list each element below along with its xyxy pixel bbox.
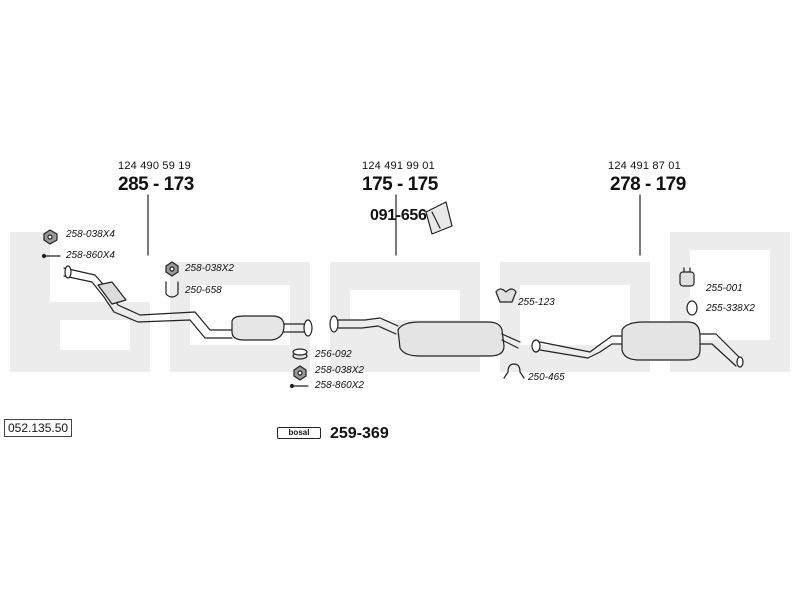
part-label: 250-465 [528, 372, 565, 383]
gasket-ring-icon [292, 348, 308, 360]
mounting-kit-number: 259-369 [330, 425, 389, 442]
rubber-mount-icon [495, 288, 517, 303]
part-label: 255-001 [706, 283, 743, 294]
part-label: 258-038X4 [66, 229, 115, 240]
part-label: 255-123 [518, 297, 555, 308]
u-clamp-icon [165, 281, 179, 298]
assembly-number-front: 285 - 173 [118, 174, 194, 195]
part-label: 250-658 [185, 285, 222, 296]
nut-icon [293, 365, 307, 381]
bracket-number: 091-656 [370, 207, 427, 224]
bolt-icon [41, 253, 61, 259]
part-label: 258-038X2 [185, 263, 234, 274]
rear-silencer [531, 321, 744, 368]
bolt-icon [289, 383, 309, 389]
middle-silencer [329, 315, 521, 357]
part-label: 258-038X2 [315, 365, 364, 376]
nut-icon [43, 229, 58, 245]
part-label: 258-860X4 [66, 250, 115, 261]
part-label: 258-860X2 [315, 380, 364, 391]
oem-number-middle: 124 491 99 01 [362, 160, 435, 172]
catalog-code: 052.135.50 [4, 419, 73, 437]
bracket-icon [425, 201, 453, 235]
oem-number-front: 124 490 59 19 [118, 160, 191, 172]
part-label: 256-092 [315, 349, 352, 360]
rubber-hanger-icon [679, 267, 695, 287]
nut-icon [165, 261, 179, 277]
part-label: 255-338X2 [706, 303, 755, 314]
front-pipe-catalyst [63, 265, 313, 341]
rubber-ring-icon [686, 300, 698, 316]
omega-clamp-icon [503, 363, 525, 379]
assembly-number-middle: 175 - 175 [362, 174, 438, 195]
oem-number-rear: 124 491 87 01 [608, 160, 681, 172]
assembly-number-rear: 278 - 179 [610, 174, 686, 195]
brand-logo: bosal [277, 427, 321, 439]
